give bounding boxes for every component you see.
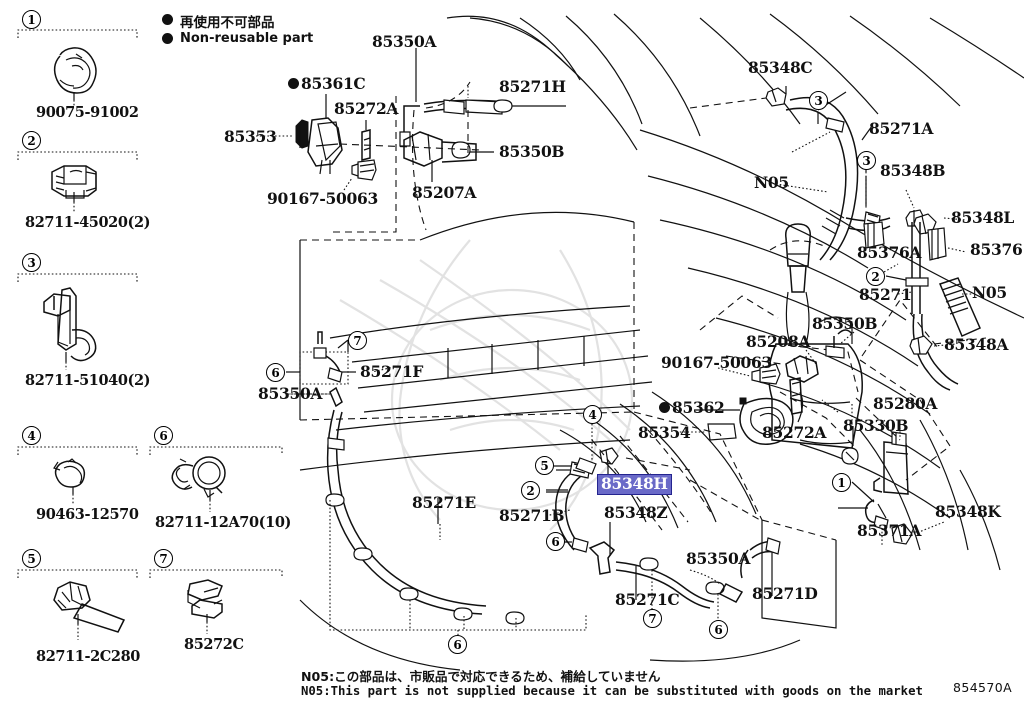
marker-3-top[interactable]: 3 xyxy=(809,91,828,110)
sidebar-part-number-4: 90463-12570 xyxy=(36,506,139,523)
callout-85207a[interactable]: 85207A xyxy=(412,183,477,202)
sidebar-part-number-6: 82711-12A70(10) xyxy=(155,514,291,531)
callout-85350a-low[interactable]: 85350A xyxy=(686,549,751,568)
sidebar-icon-2 xyxy=(51,165,97,212)
callout-85350b-mid[interactable]: 85350B xyxy=(812,314,878,333)
legend-label-en: Non-reusable part xyxy=(180,31,314,46)
marker-4-center[interactable]: 4 xyxy=(583,405,602,424)
callout-85272a-top[interactable]: 85272A xyxy=(334,99,399,118)
callout-85354[interactable]: 85354 xyxy=(638,423,691,442)
non-reusable-bullet-85362 xyxy=(659,402,670,413)
callout-90167-mid[interactable]: 90167-50063 xyxy=(661,353,772,372)
sidebar-index-6[interactable]: 6 xyxy=(154,426,173,445)
callout-85350b-top[interactable]: 85350B xyxy=(499,142,565,161)
callout-85348c[interactable]: 85348C xyxy=(748,58,813,77)
sidebar-index-1[interactable]: 1 xyxy=(22,10,41,29)
callout-85271d[interactable]: 85271D xyxy=(752,584,818,603)
callout-85271a[interactable]: 85271A xyxy=(869,119,934,138)
callout-85353[interactable]: 85353 xyxy=(224,127,277,146)
sidebar-part-number-5: 82711-2C280 xyxy=(36,648,140,665)
center-hose-junction xyxy=(546,420,781,620)
sidebar-icon-5 xyxy=(53,581,126,640)
callout-85371a[interactable]: 85371A xyxy=(857,521,922,540)
callout-n05-left[interactable]: N05 xyxy=(754,173,789,192)
non-reusable-bullet-85361c xyxy=(288,78,299,89)
sidebar-index-7[interactable]: 7 xyxy=(154,549,173,568)
sidebar-part-number-2: 82711-45020(2) xyxy=(25,214,151,231)
callout-85208a[interactable]: 85208A xyxy=(746,332,811,351)
marker-2-center[interactable]: 2 xyxy=(521,481,540,500)
callout-85271b[interactable]: 85271B xyxy=(499,506,565,525)
marker-2-right[interactable]: 2 xyxy=(866,267,885,286)
sidebar-part-number-1: 90075-91002 xyxy=(36,104,139,121)
sidebar-index-2[interactable]: 2 xyxy=(22,131,41,150)
diagram-reference-code: 854570A xyxy=(953,680,1013,695)
marker-6-center[interactable]: 6 xyxy=(546,532,565,551)
marker-6-bottom-right[interactable]: 6 xyxy=(709,620,728,639)
left-center-hose xyxy=(288,331,587,644)
callout-90167-top[interactable]: 90167-50063 xyxy=(267,189,378,208)
marker-5-center[interactable]: 5 xyxy=(535,456,554,475)
callout-85348l[interactable]: 85348L xyxy=(951,208,1015,227)
callout-85330b[interactable]: 85330B xyxy=(843,416,909,435)
marker-3-mid[interactable]: 3 xyxy=(857,151,876,170)
vehicle-outline xyxy=(299,13,1024,671)
callout-85348a[interactable]: 85348A xyxy=(944,335,1009,354)
sidebar-index-4[interactable]: 4 xyxy=(22,426,41,445)
pump-cluster xyxy=(676,316,945,546)
sidebar-index-3[interactable]: 3 xyxy=(22,253,41,272)
legend-label-jp: 再使用不可部品 xyxy=(180,15,275,31)
marker-6-bottom[interactable]: 6 xyxy=(448,635,467,654)
callout-85376a[interactable]: 85376A xyxy=(857,243,922,262)
callout-85362[interactable]: 85362 xyxy=(672,398,725,417)
callout-85271f[interactable]: 85271F xyxy=(360,362,424,381)
callout-85348z[interactable]: 85348Z xyxy=(604,503,668,522)
non-reusable-bullet-en xyxy=(162,33,173,44)
marker-7-left[interactable]: 7 xyxy=(348,331,367,350)
callout-85350a-top[interactable]: 85350A xyxy=(372,32,437,51)
footnote-jp: N05:この部品は、市販品で対応できるため、補給していません xyxy=(301,669,661,684)
sidebar-icon-3 xyxy=(43,287,97,370)
callout-85376[interactable]: 85376 xyxy=(970,240,1023,259)
footnote-en: N05:This part is not supplied because it… xyxy=(301,684,923,698)
callout-85271[interactable]: 85271 xyxy=(859,285,912,304)
sidebar-icon-6 xyxy=(171,456,226,512)
non-reusable-bullet-jp xyxy=(162,14,173,25)
sidebar-index-5[interactable]: 5 xyxy=(22,549,41,568)
highlighted-part-85348h[interactable]: 85348H xyxy=(597,474,672,496)
sidebar-icon-4 xyxy=(53,458,86,504)
sidebar-icon-7 xyxy=(187,579,223,634)
sidebar-brackets xyxy=(17,29,283,578)
sidebar-icon-1 xyxy=(53,47,97,106)
callout-85280a[interactable]: 85280A xyxy=(873,394,938,413)
sidebar-part-number-7: 85272C xyxy=(184,636,244,653)
callout-85348b[interactable]: 85348B xyxy=(880,161,946,180)
callout-85271h[interactable]: 85271H xyxy=(499,77,566,96)
callout-85350a-left[interactable]: 85350A xyxy=(258,384,323,403)
sidebar-part-number-3: 82711-51040(2) xyxy=(25,372,151,389)
marker-7-bottom[interactable]: 7 xyxy=(643,609,662,628)
callout-leaders xyxy=(288,86,972,540)
callout-85348k[interactable]: 85348K xyxy=(935,502,1001,521)
callout-85271e[interactable]: 85271E xyxy=(412,493,476,512)
wiper-linkage xyxy=(256,48,566,233)
upper-right-hoses xyxy=(689,87,987,391)
marker-1-right[interactable]: 1 xyxy=(832,473,851,492)
callout-85271c[interactable]: 85271C xyxy=(615,590,680,609)
callout-85361c[interactable]: 85361C xyxy=(301,74,366,93)
marker-6-left[interactable]: 6 xyxy=(266,363,285,382)
callout-n05-right[interactable]: N05 xyxy=(972,283,1007,302)
callout-85272a-mid[interactable]: 85272A xyxy=(762,423,827,442)
